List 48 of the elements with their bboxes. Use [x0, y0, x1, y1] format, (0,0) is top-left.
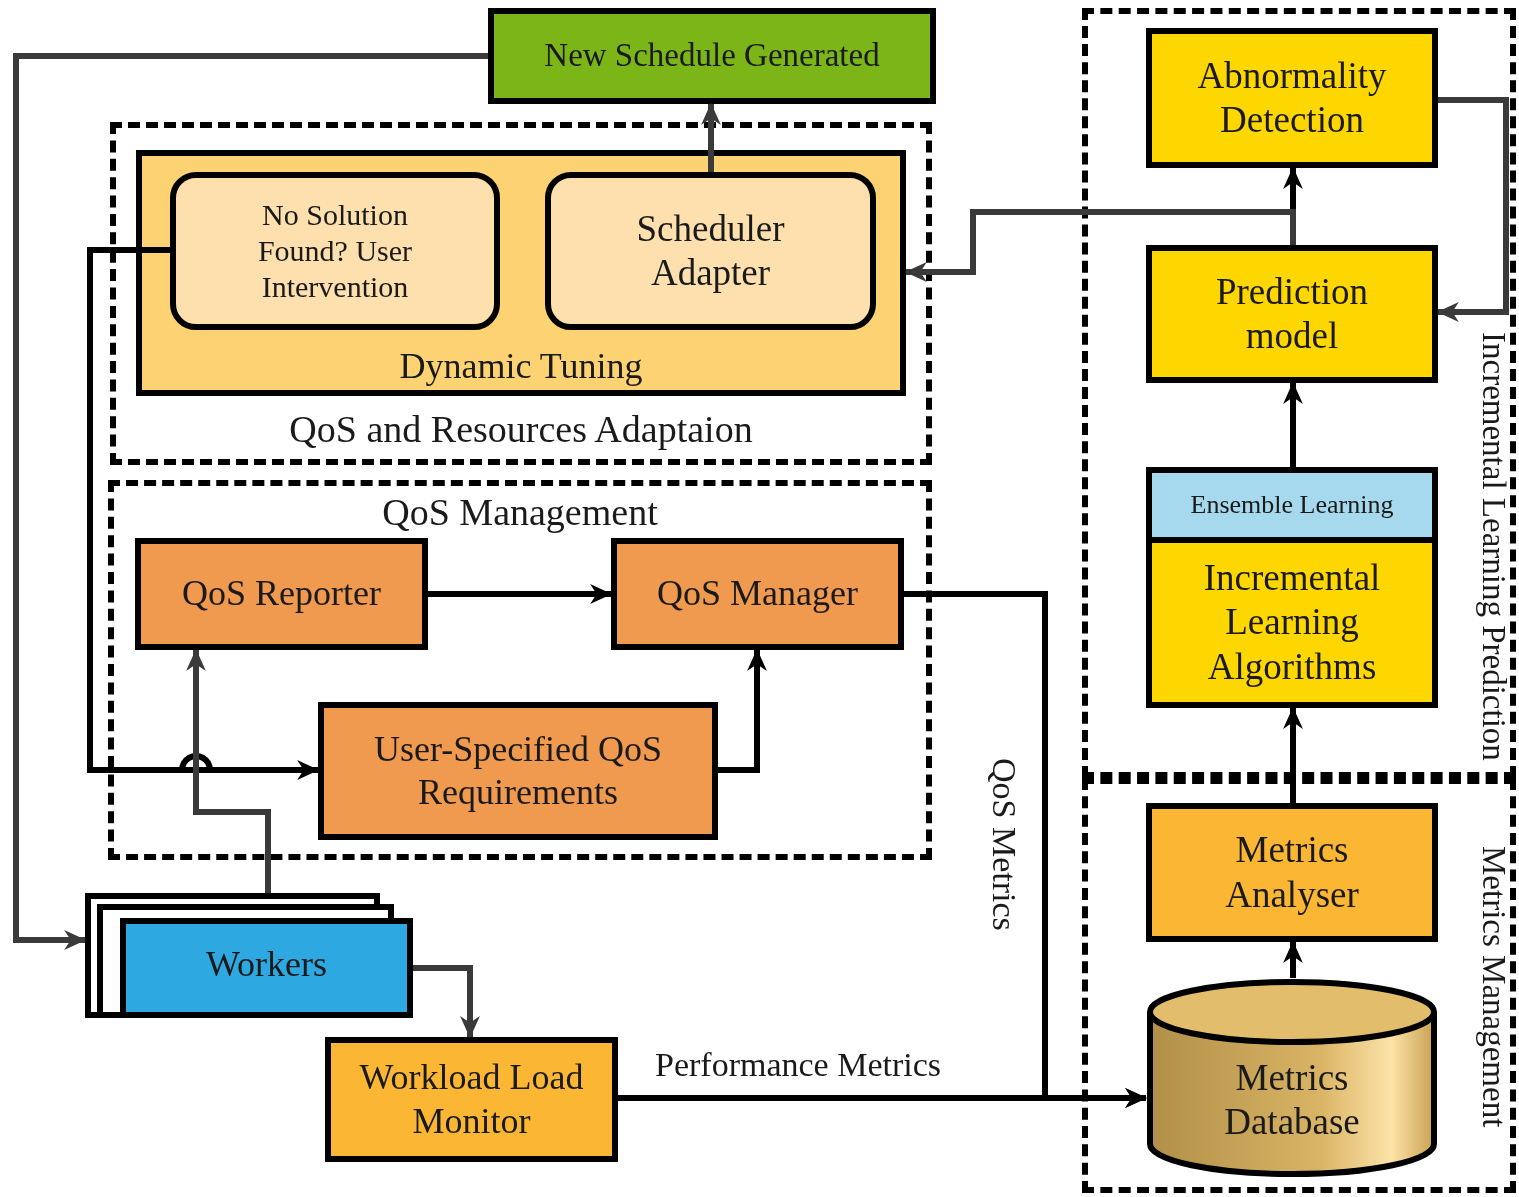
- arrow: [13, 53, 488, 950]
- box-label: Workers: [204, 943, 329, 986]
- rounded-box: [545, 172, 876, 330]
- group-label: Incremental Learning Prediction: [1475, 332, 1512, 761]
- dashed-group: [1082, 8, 1516, 778]
- arrow: [904, 209, 1296, 282]
- group-panel: [136, 150, 906, 396]
- arrow: [413, 965, 480, 1039]
- arrow: [1283, 940, 1303, 978]
- dashed-group: [110, 122, 932, 465]
- arrow: [87, 247, 320, 780]
- process-box: [1146, 803, 1438, 942]
- arrow: [1283, 706, 1303, 803]
- group-label: Dynamic Tuning: [398, 344, 644, 388]
- arrow: [186, 648, 271, 893]
- box-label: No Solution Found? User Intervention: [256, 197, 414, 305]
- box-label: Prediction model: [1214, 269, 1370, 358]
- process-box: [611, 538, 904, 650]
- rounded-box: [170, 172, 500, 330]
- arrow: [618, 1088, 1148, 1108]
- box-label: Metrics Analyser: [1224, 828, 1360, 917]
- box-label: Incremental Learning Algorithms: [1202, 555, 1382, 689]
- process-box: [318, 702, 718, 840]
- group-label: QoS Management: [381, 490, 659, 535]
- box-label: New Schedule Generated: [543, 36, 881, 76]
- box-label: Metrics Database: [1223, 1056, 1361, 1145]
- box-label: QoS Manager: [656, 572, 859, 616]
- box-label: Workload Load Monitor: [358, 1056, 585, 1143]
- process-box: [325, 1037, 618, 1162]
- header-band: Ensemble Learning: [1152, 473, 1432, 543]
- process-box: [135, 538, 428, 650]
- dashed-group: [108, 480, 932, 860]
- arrow: [1436, 97, 1509, 322]
- box-label: User-Specified QoS Requirements: [372, 727, 664, 814]
- arrow: [701, 102, 721, 172]
- arrow: [428, 584, 613, 604]
- process-box: [1146, 28, 1438, 168]
- group-label: QoS and Resources Adaptaion: [288, 407, 754, 453]
- process-box: [1146, 467, 1438, 708]
- box-label: QoS Reporter: [181, 572, 382, 616]
- arrow: [1283, 381, 1303, 467]
- process-box: [1146, 245, 1438, 383]
- process-box: [488, 8, 936, 104]
- dashed-group: [1082, 778, 1516, 1193]
- arrow: [718, 648, 767, 773]
- box-label: Scheduler Adapter: [635, 206, 786, 295]
- box-label: Abnormality Detection: [1196, 53, 1388, 142]
- group-label: Metrics Management: [1475, 846, 1512, 1128]
